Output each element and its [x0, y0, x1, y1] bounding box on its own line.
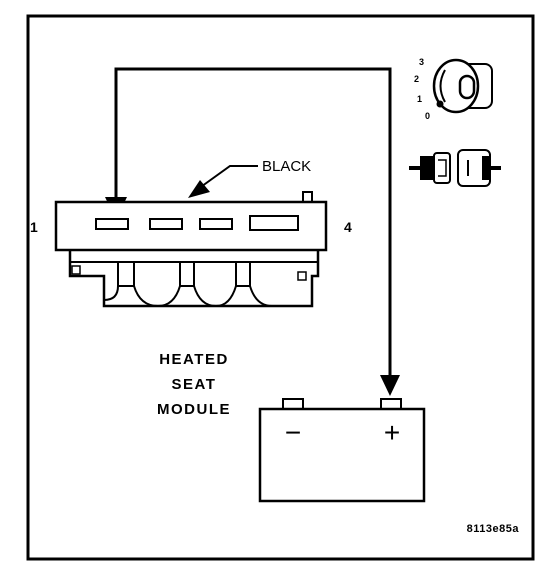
connector-cavity-3 [199, 218, 233, 230]
connector-cavity-2 [149, 218, 183, 230]
pin-label-4: 4 [344, 219, 352, 235]
wire-arrow-battery [380, 375, 400, 396]
color-leader [188, 165, 258, 198]
battery-positive-sign: + [384, 417, 400, 448]
ignition-position-1: 1 [417, 94, 422, 104]
ignition-position-0: 0 [425, 111, 430, 121]
ignition-key-icon [432, 58, 493, 114]
diagram-frame [26, 14, 535, 561]
connector-cavity-4 [249, 215, 299, 231]
module-title-line-1: HEATED [159, 351, 229, 368]
ignition-position-2: 2 [414, 74, 419, 84]
connector-housing [68, 250, 320, 308]
ignition-position-3: 3 [419, 57, 424, 67]
disconnected-connector-icon [409, 149, 501, 187]
battery-body [258, 407, 426, 503]
pin-label-1: 1 [30, 219, 38, 235]
battery-positive-post [380, 398, 402, 410]
battery-negative-post [282, 398, 304, 410]
connector [54, 191, 328, 308]
connector-cavity-1 [95, 218, 129, 230]
connector-color-label: BLACK [262, 158, 311, 175]
battery-negative-sign: − [285, 417, 301, 448]
figure-code: 8113e85a [467, 523, 520, 535]
module-title-line-2: SEAT [172, 376, 217, 393]
connector-latch [302, 191, 313, 203]
battery [258, 398, 426, 503]
module-title-line-3: MODULE [157, 401, 231, 418]
